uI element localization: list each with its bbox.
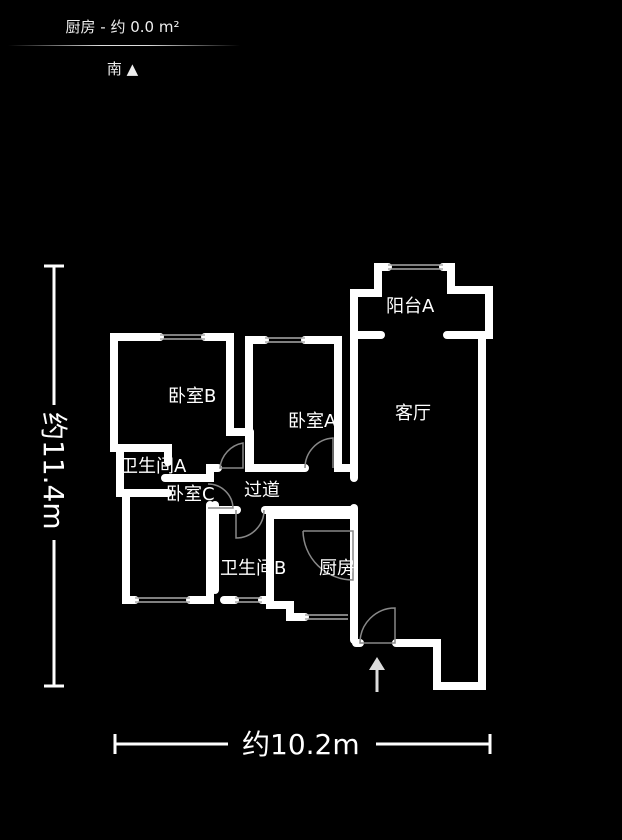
room-label-hallway: 过道 [244,480,280,501]
room-area-title: 厨房 - 约 0.0 m² [65,18,180,36]
height-label: 约11.4m [37,412,70,530]
windows [135,264,443,620]
doors [207,437,396,644]
height-dimension: 约11.4m [37,264,70,688]
room-label-bedroom-a: 卧室A [288,411,337,432]
arrow-up-icon [369,657,385,692]
room-label-balcony-a: 阳台A [386,296,435,317]
room-label-living-room: 客厅 [395,403,431,424]
room-label-kitchen: 厨房 [319,558,355,579]
header-divider [8,45,240,46]
room-label-bedroom-c: 卧室C [166,484,215,505]
width-label: 约10.2m [242,728,360,761]
room-label-bedroom-b: 卧室B [168,386,216,407]
width-dimension: 约10.2m [113,728,492,761]
walls [110,263,493,690]
room-label-bathroom-a: 卫生间A [120,456,187,477]
orientation-label: 南 ▲ [106,60,139,78]
room-label-bathroom-b: 卫生间B [220,558,286,579]
